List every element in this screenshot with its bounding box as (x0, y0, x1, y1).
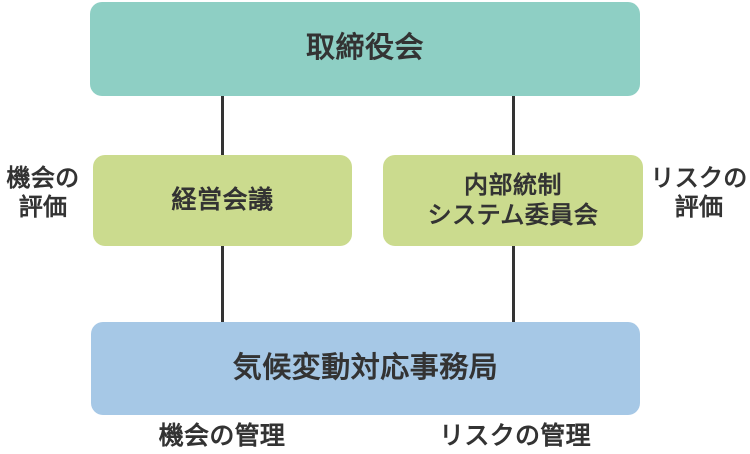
annotation-opportunity-management: 機会の管理 (158, 422, 286, 450)
node-climate-change-secretariat: 気候変動対応事務局 (91, 322, 640, 415)
node-climate-change-secretariat-label: 気候変動対応事務局 (232, 351, 499, 384)
annotation-risk-assessment: リスクの 評価 (648, 165, 750, 223)
annotation-opportunity-assessment: 機会の 評価 (0, 165, 86, 223)
connector-board-to-management-meeting (221, 92, 224, 160)
annotation-risk-assessment-line1: リスクの (650, 165, 748, 192)
node-board-of-directors: 取締役会 (90, 2, 640, 96)
connector-management-meeting-to-secretariat (221, 243, 224, 326)
annotation-risk-assessment-line2: 評価 (674, 193, 724, 221)
node-board-of-directors-label: 取締役会 (305, 32, 424, 65)
node-internal-control-label-line1: 内部統制 (464, 172, 562, 200)
node-management-meeting-label: 経営会議 (171, 186, 274, 215)
connector-internal-control-committee-to-secretariat (512, 243, 515, 326)
annotation-risk-management: リスクの管理 (439, 422, 591, 450)
node-internal-control-label-line2: システム委員会 (427, 201, 599, 229)
node-internal-control-system-committee-label: 内部統制 システム委員会 (428, 171, 599, 230)
annotation-opportunity-assessment-line2: 評価 (18, 193, 68, 221)
node-internal-control-system-committee: 内部統制 システム委員会 (383, 155, 643, 246)
connector-board-to-internal-control-committee (512, 92, 515, 160)
node-management-meeting: 経営会議 (93, 155, 352, 246)
annotation-opportunity-assessment-line1: 機会の (6, 165, 80, 192)
